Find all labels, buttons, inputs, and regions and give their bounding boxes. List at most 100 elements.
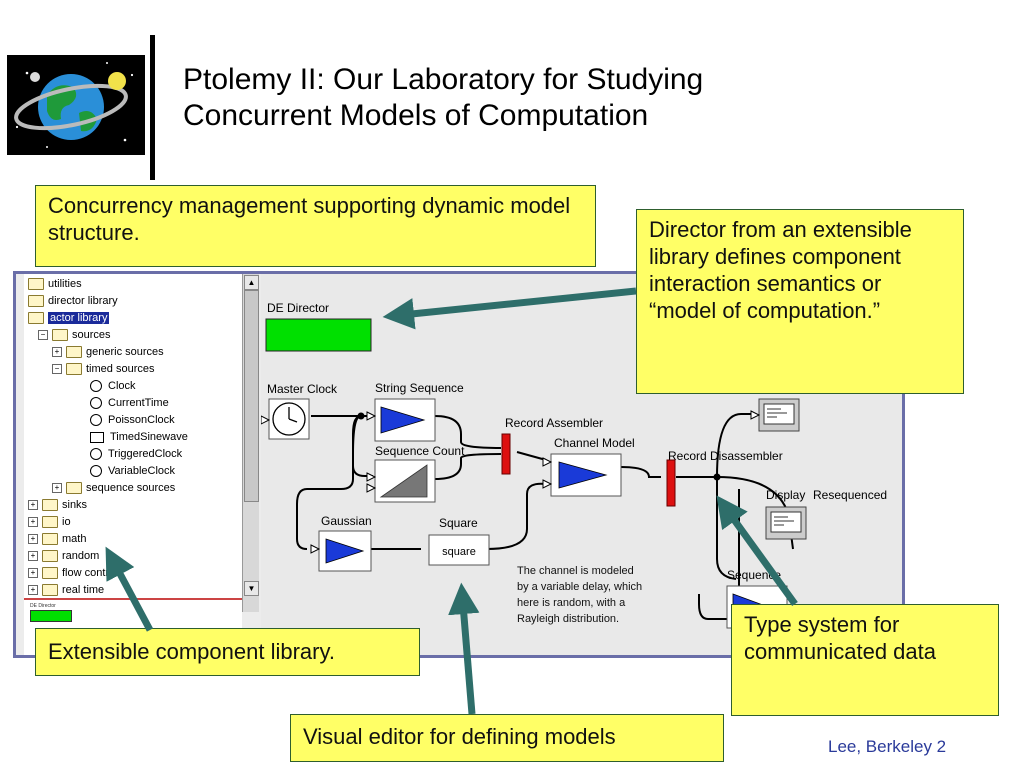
tree-item-label: math: [62, 533, 87, 545]
collapse-icon[interactable]: −: [38, 330, 48, 341]
expand-icon[interactable]: +: [28, 585, 38, 596]
gaussian-port: [310, 544, 321, 554]
expand-icon[interactable]: +: [52, 347, 62, 358]
tree-item-label: generic sources: [86, 346, 164, 358]
tree-item-label: PoissonClock: [108, 414, 175, 426]
tree-item[interactable]: VariableClock: [90, 463, 175, 479]
ptolemy-logo: [7, 55, 145, 155]
slide-title-line-1: Ptolemy II: Our Laboratory for Studying: [183, 63, 704, 96]
tree-item[interactable]: director library: [28, 293, 118, 309]
de-director[interactable]: [265, 318, 372, 352]
expand-icon[interactable]: +: [52, 483, 62, 494]
model-canvas[interactable]: DE Director: [260, 274, 902, 655]
square-label: Square: [439, 516, 478, 530]
display-port: [750, 410, 761, 420]
folder-icon: [42, 584, 58, 597]
clock-icon: [90, 380, 102, 393]
annotation-line-1: The channel is modeled: [517, 565, 634, 577]
tree-item[interactable]: PoissonClock: [90, 412, 175, 428]
callout-editor: Visual editor for defining models: [290, 714, 724, 762]
tree-item[interactable]: utilities: [28, 276, 82, 292]
tree-item[interactable]: TriggeredClock: [90, 446, 182, 462]
folder-icon: [42, 499, 58, 512]
tree-item[interactable]: actor library: [28, 310, 110, 326]
slide-title-line-2: Concurrent Models of Computation: [183, 99, 649, 132]
folder-icon: [42, 533, 58, 546]
tree-item[interactable]: Clock: [90, 378, 136, 394]
sequence-count-port-2: [366, 483, 377, 493]
tree-item[interactable]: + generic sources: [52, 344, 164, 360]
tree-item-label: real time: [62, 584, 105, 596]
tree-item[interactable]: +sinks: [28, 497, 87, 513]
tree-item-label: utilities: [48, 278, 82, 290]
folder-icon: [42, 550, 58, 563]
collapse-icon[interactable]: −: [52, 364, 62, 375]
channel-model-triangle: [558, 461, 608, 489]
tree-item[interactable]: + real time: [28, 582, 104, 598]
tree-item[interactable]: + io: [28, 514, 71, 530]
tree-item[interactable]: CurrentTime: [90, 395, 169, 411]
tree-item-label: actor library: [48, 312, 110, 324]
globe-icon: [14, 62, 134, 148]
resequenced-label: Resequenced: [813, 488, 887, 502]
mini-director-label: DE Director: [30, 603, 56, 609]
scroll-down-icon[interactable]: ▼: [244, 581, 259, 596]
annotation-line-4: Rayleigh distribution.: [517, 613, 619, 625]
folder-icon: [66, 482, 82, 495]
editor-arrow: [448, 582, 480, 715]
sequence-count-label: Sequence Count: [375, 444, 465, 458]
tree-item[interactable]: − sources: [38, 327, 111, 343]
master-clock-label: Master Clock: [267, 382, 338, 396]
scroll-up-icon[interactable]: ▲: [244, 275, 259, 290]
folder-icon: [42, 567, 58, 580]
tree-item[interactable]: TimedSinewave: [90, 429, 188, 445]
square-actor[interactable]: [428, 534, 490, 566]
tree-item-label: timed sources: [86, 363, 155, 375]
slide-title: Ptolemy II: Our Laboratory for Studying …: [183, 62, 963, 134]
tree-item[interactable]: +sequence sources: [52, 480, 175, 496]
string-sequence-port: [366, 411, 377, 421]
folder-open-icon: [52, 329, 68, 342]
tree-item-label: VariableClock: [108, 465, 176, 477]
folder-icon: [42, 516, 58, 529]
tree-item-label: sources: [72, 329, 111, 341]
square-body-text: square: [442, 546, 476, 558]
tree-item[interactable]: + flow contr: [28, 565, 109, 581]
clock-icon: [90, 448, 102, 461]
wires: [296, 413, 794, 620]
clock-icon: [90, 465, 102, 478]
tree-item[interactable]: +random: [28, 548, 99, 564]
tree-item[interactable]: − timed sources: [52, 361, 154, 377]
display-resequenced-lines: [774, 516, 794, 526]
expand-icon[interactable]: +: [28, 534, 38, 545]
tree-item-label: io: [62, 516, 71, 528]
tree-item-label: flow contr: [62, 567, 110, 579]
record-assembler-actor[interactable]: [501, 433, 511, 475]
expand-icon[interactable]: +: [28, 568, 38, 579]
expand-icon[interactable]: +: [28, 517, 38, 528]
library-arrow: [105, 546, 154, 632]
director-arrow: [382, 287, 637, 330]
record-disassembler-actor[interactable]: [666, 459, 676, 507]
tree-item-label: TriggeredClock: [108, 448, 183, 460]
folder-icon: [66, 346, 82, 359]
display-lines: [767, 408, 787, 418]
clock-icon: [90, 397, 102, 410]
callout-director: Director from an extensible library defi…: [636, 209, 964, 394]
scroll-thumb[interactable]: [244, 290, 259, 502]
folder-open-icon: [66, 363, 82, 376]
callout-concurrency: Concurrency management supporting dynami…: [35, 185, 596, 267]
tree-item[interactable]: + math: [28, 531, 86, 547]
gaussian-triangle: [325, 538, 365, 564]
sine-icon: [90, 431, 104, 443]
expand-icon[interactable]: +: [28, 551, 38, 562]
clock-junction: [357, 412, 365, 420]
folder-icon: [28, 278, 44, 291]
title-divider: [150, 35, 155, 180]
tree-item-label: TimedSinewave: [110, 431, 188, 443]
channel-model-label: Channel Model: [554, 436, 635, 450]
annotation-line-3: here is random, with a: [517, 597, 626, 609]
tree-scrollbar[interactable]: ▲ ▼: [242, 274, 259, 612]
expand-icon[interactable]: +: [28, 500, 38, 511]
